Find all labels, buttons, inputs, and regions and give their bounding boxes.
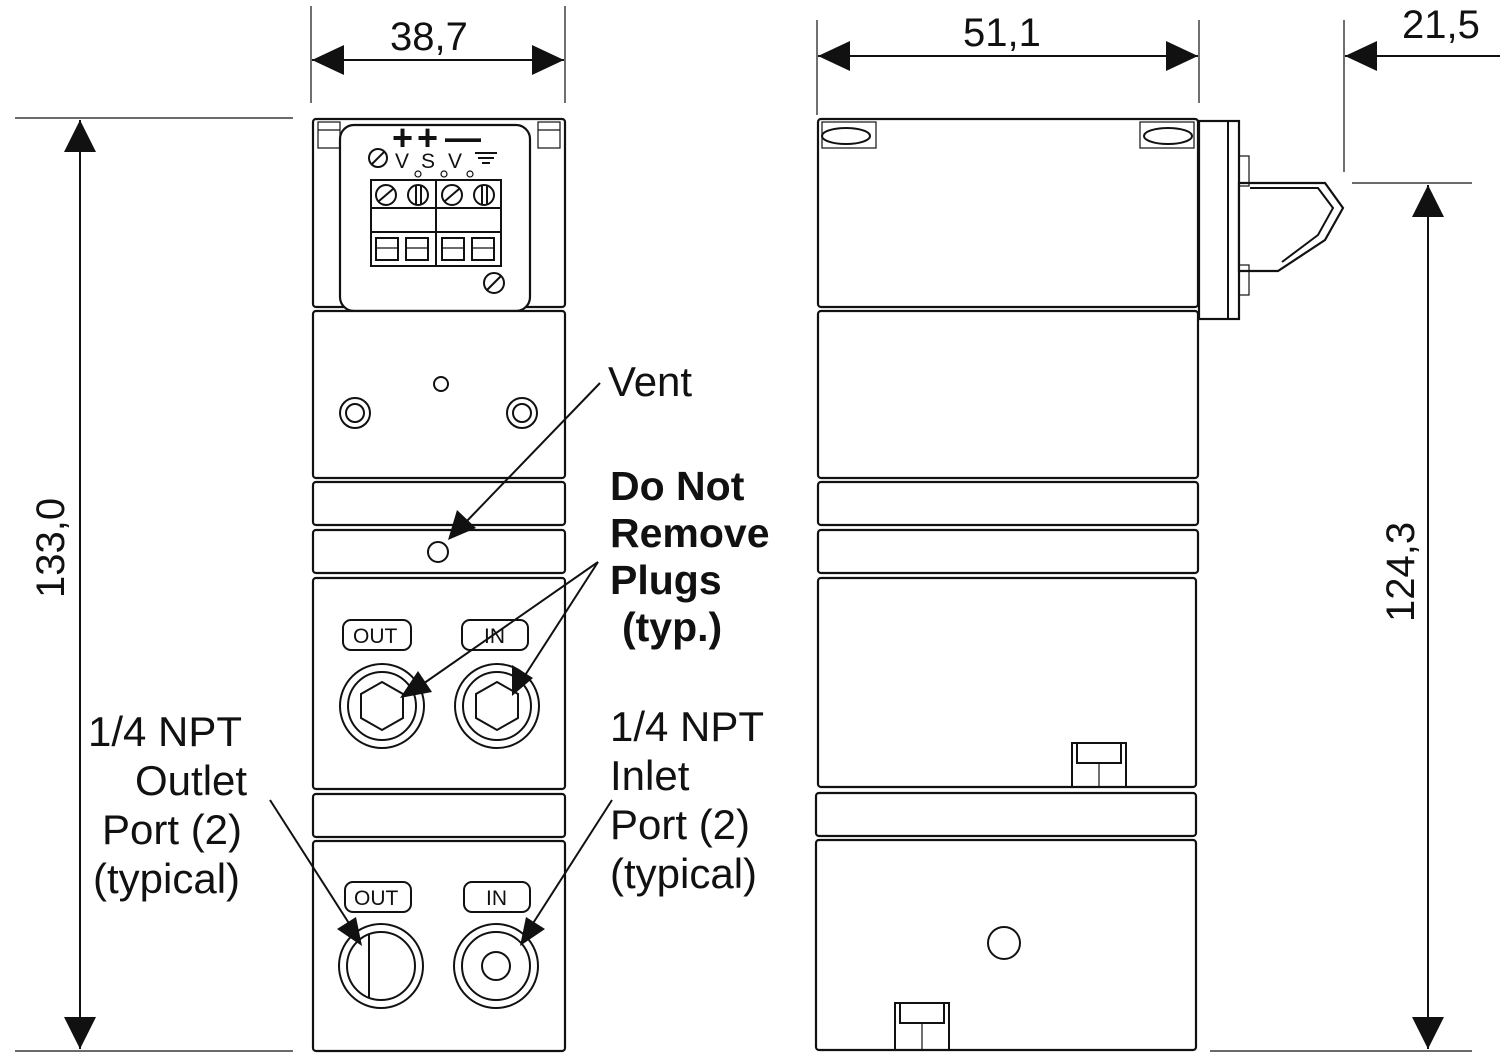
side-port-block bbox=[816, 576, 1198, 789]
terminal-label-v-plus: + bbox=[392, 117, 413, 158]
side-band-3 bbox=[814, 791, 1198, 838]
plugs-label-line2: Remove bbox=[610, 510, 770, 556]
side-upper-block bbox=[816, 309, 1200, 480]
dim-side-height: 124,3 bbox=[1379, 522, 1423, 622]
port-icon bbox=[338, 923, 539, 1009]
plugs-label-line1: Do Not bbox=[610, 463, 745, 509]
plugs-label-line3: Plugs bbox=[610, 557, 722, 603]
terminal-label-s-plus: + bbox=[417, 117, 438, 158]
side-view bbox=[814, 117, 1345, 1052]
terminal-label-s: S bbox=[421, 150, 435, 173]
latch-icon-2 bbox=[894, 1002, 950, 1051]
side-band-1 bbox=[816, 480, 1200, 527]
terminal-label-v-minus: — bbox=[445, 117, 481, 158]
side-hole-icon bbox=[987, 926, 1021, 960]
vent-hole-icon bbox=[427, 541, 449, 563]
side-band-2 bbox=[816, 528, 1200, 575]
ground-symbol-icon bbox=[475, 152, 497, 164]
front-port-block-2 bbox=[311, 839, 567, 1053]
outlet-label-line2: Outlet bbox=[135, 757, 247, 804]
out-tag bbox=[342, 619, 412, 651]
dim-total-height: 133,0 bbox=[29, 498, 73, 598]
vent-label: Vent bbox=[608, 358, 692, 405]
inlet-label-line2: Inlet bbox=[610, 752, 690, 799]
side-screw-icon bbox=[821, 121, 1195, 149]
inlet-label-line3: Port (2) bbox=[610, 801, 750, 848]
outlet-label-line4: (typical) bbox=[93, 855, 240, 902]
corner-screw-icon bbox=[317, 121, 561, 149]
out-tag-2 bbox=[344, 881, 412, 913]
hole-icon bbox=[433, 376, 449, 392]
front-band-1 bbox=[311, 480, 567, 527]
dimension-lines: 38,7 51,1 21,5 133,0 124,3 bbox=[15, 3, 1500, 1052]
out-tag-label: OUT bbox=[353, 625, 398, 648]
dim-connector-depth: 21,5 bbox=[1402, 3, 1480, 47]
inlet-label-line1: 1/4 NPT bbox=[610, 703, 764, 750]
outlet-label-line1: 1/4 NPT bbox=[88, 708, 242, 755]
front-port-block-1 bbox=[311, 576, 567, 791]
dim-front-width: 38,7 bbox=[390, 15, 468, 59]
front-band-2 bbox=[311, 528, 567, 575]
outlet-label-line3: Port (2) bbox=[102, 806, 242, 853]
connector-icon bbox=[1197, 119, 1345, 321]
inlet-label-line4: (typical) bbox=[610, 850, 757, 897]
side-top-block bbox=[816, 117, 1200, 309]
terminal-block bbox=[370, 170, 502, 267]
mounting-screw-icon bbox=[339, 397, 538, 429]
latch-icon bbox=[1071, 742, 1127, 788]
plugs-label-line4: (typ.) bbox=[622, 604, 722, 650]
terminal-label-v2: V bbox=[448, 150, 462, 173]
out-tag-2-label: OUT bbox=[354, 887, 399, 910]
screw-icon bbox=[368, 148, 505, 294]
dim-side-width: 51,1 bbox=[963, 11, 1041, 55]
front-band-3 bbox=[311, 792, 567, 839]
side-bottom-block bbox=[814, 838, 1198, 1052]
in-tag-2-label: IN bbox=[486, 887, 507, 910]
in-tag bbox=[461, 619, 529, 651]
terminal-label-v1: V bbox=[395, 150, 409, 173]
front-upper-block bbox=[311, 309, 567, 480]
front-view: + + — V S V OUT bbox=[311, 117, 567, 1053]
callouts: Vent Do Not Remove Plugs (typ.) 1/4 NPT … bbox=[88, 358, 770, 946]
in-tag-2 bbox=[463, 881, 531, 913]
